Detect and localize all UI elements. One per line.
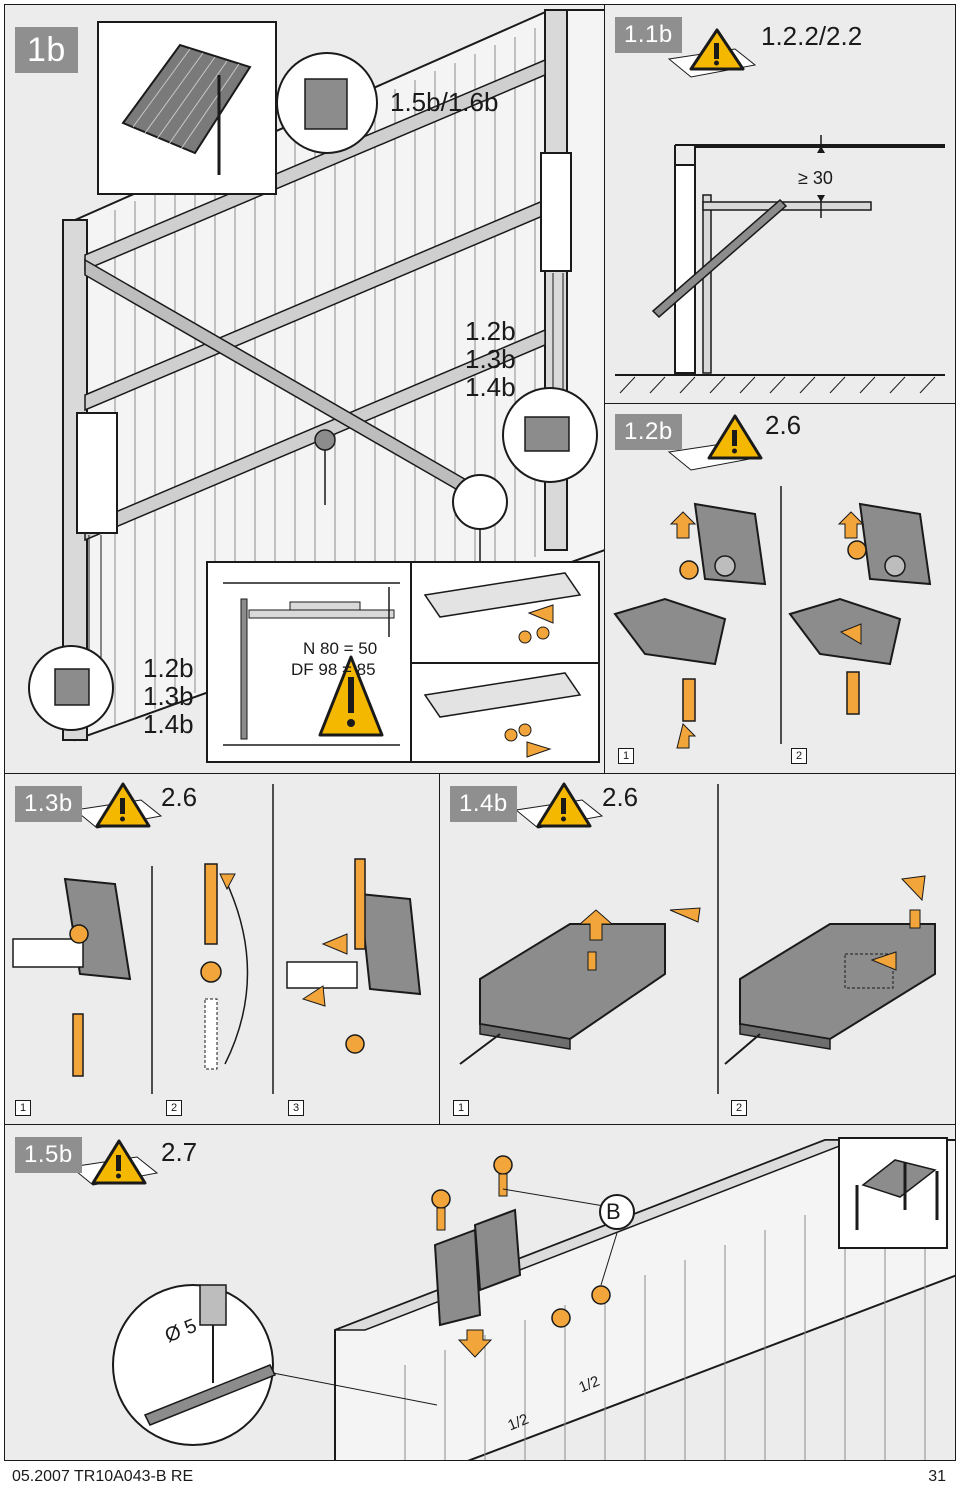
section-tag-1b: 1b <box>15 27 78 73</box>
panel-1-1b: 1.1b 1.2.2/2.2 ≥ 30 <box>604 4 956 404</box>
step-1: 1 <box>15 1100 31 1116</box>
ref-mid-3: 1.4b <box>465 372 516 402</box>
panel-1-4b: 1.4b 2.6 1 2 <box>439 773 956 1125</box>
panel-1-5b: 1.5b 2.7 B Ø 5 1/2 1/2 <box>4 1124 956 1461</box>
step-2: 2 <box>166 1100 182 1116</box>
section-tag-1-2b: 1.2b <box>615 414 682 450</box>
step-2: 2 <box>731 1100 747 1116</box>
ref-1-5b-1-6b: 1.5b/1.6b <box>390 87 499 117</box>
door-overview-illustration <box>28 9 604 763</box>
note-n80: N 80 = 50 <box>303 639 378 658</box>
panel-1-2b: 1.2b 2.6 1 2 <box>604 403 956 774</box>
note-df98: DF 98 = 85 <box>291 660 376 679</box>
document-reference: 05.2007 TR10A043-B RE <box>12 1468 194 1485</box>
ref-2-6-b: 2.6 <box>161 782 198 812</box>
clearance-dimension: ≥ 30 <box>798 168 833 188</box>
callout-b: B <box>606 1199 621 1224</box>
section-tag-1-5b: 1.5b <box>15 1137 82 1173</box>
lock-bracket-illustration <box>459 782 936 1094</box>
cable-bracket-illustration <box>12 782 422 1094</box>
ref-left-3: 1.4b <box>143 709 194 739</box>
page-number: 31 <box>928 1468 946 1485</box>
ref-2-6-a: 2.6 <box>765 410 802 440</box>
ref-left-1: 1.2b <box>143 653 194 683</box>
ref-1-2-2: 1.2.2/2.2 <box>761 21 863 51</box>
section-tag-1-4b: 1.4b <box>450 786 517 822</box>
clearance-illustration <box>615 28 945 394</box>
ref-2-6-c: 2.6 <box>602 782 639 812</box>
panel-1-3b: 1.3b 2.6 1 2 3 <box>4 773 440 1125</box>
step-3: 3 <box>288 1100 304 1116</box>
hinge-assembly-illustration <box>613 414 932 749</box>
panel-1b: 1b 1.5b/1.6b 1.2b 1.3b 1.4b 1.2b 1.3b 1.… <box>4 4 605 774</box>
step-2: 2 <box>791 748 807 764</box>
section-tag-1-1b: 1.1b <box>615 17 682 53</box>
ref-mid-2: 1.3b <box>465 344 516 374</box>
section-tag-1-3b: 1.3b <box>15 786 82 822</box>
ref-mid-1: 1.2b <box>465 316 516 346</box>
step-1: 1 <box>618 748 634 764</box>
ref-left-2: 1.3b <box>143 681 194 711</box>
header-hinge-illustration <box>69 1137 955 1460</box>
step-1: 1 <box>453 1100 469 1116</box>
ref-2-7: 2.7 <box>161 1137 198 1167</box>
